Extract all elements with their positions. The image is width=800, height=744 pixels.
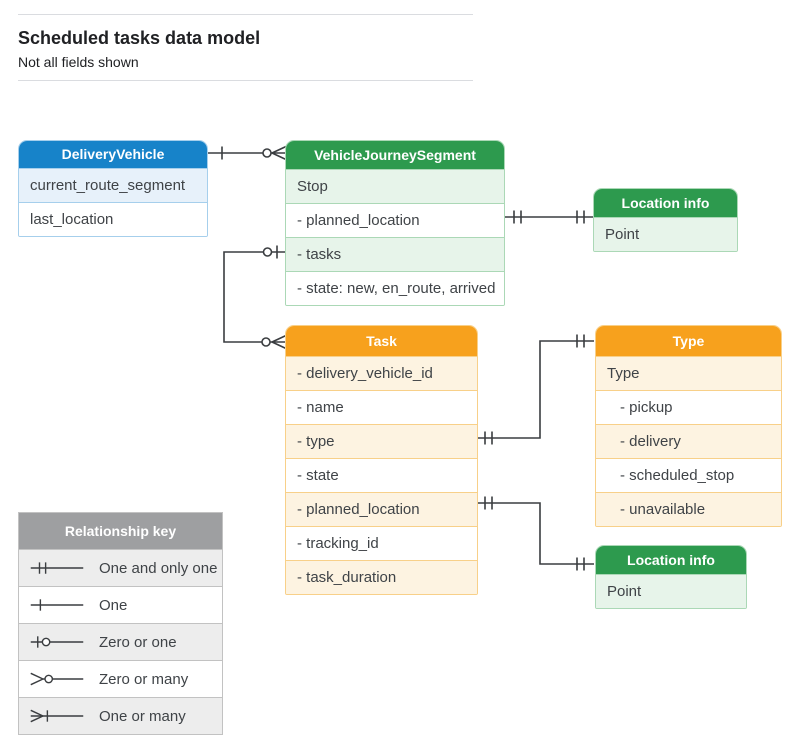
field-state: - state: new, en_route, arrived [286,271,504,305]
entity-location-info-segment-title: Location info [594,189,737,217]
connector-segment-tasks-to-task [223,245,287,350]
page-subtitle: Not all fields shown [18,54,139,70]
divider-top [18,14,473,15]
field-point: Point [594,217,737,251]
field-type: - type [286,424,477,458]
field-state: - state [286,458,477,492]
divider-bottom [18,80,473,81]
zero-or-many-symbol [30,672,84,686]
relationship-key: Relationship key One and only one One Ze… [18,512,223,735]
entity-type: Type Type - pickup - delivery - schedule… [595,325,782,527]
one-or-many-symbol [30,709,84,723]
field-last-location: last_location [19,202,207,236]
field-planned-location: - planned_location [286,203,504,237]
page-title: Scheduled tasks data model [18,28,261,48]
field-scheduled-stop: - scheduled_stop [596,458,781,492]
field-current-route-segment: current_route_segment [19,168,207,202]
entity-location-info-task-title: Location info [596,546,746,574]
connector-deliveryvehicle-to-vehiclejourneysegment [208,145,287,161]
relationship-key-title: Relationship key [19,513,222,549]
field-type-label: Type [596,356,781,390]
field-name: - name [286,390,477,424]
field-point: Point [596,574,746,608]
legend-label: Zero or one [99,633,177,651]
legend-item-zero-or-many: Zero or many [19,660,222,697]
connector-task-type-to-type [478,334,594,445]
entity-task-title: Task [286,326,477,356]
legend-label: Zero or many [99,670,189,688]
field-delivery: - delivery [596,424,781,458]
legend-item-one-and-only-one: One and only one [19,549,222,586]
legend-item-one-or-many: One or many [19,697,222,734]
entity-vehicle-journey-segment-title: VehicleJourneySegment [286,141,504,169]
field-delivery-vehicle-id: - delivery_vehicle_id [286,356,477,390]
entity-location-info-segment: Location info Point [593,188,738,252]
one-and-only-one-symbol [30,562,84,574]
field-tracking-id: - tracking_id [286,526,477,560]
field-unavailable: - unavailable [596,492,781,526]
zero-or-one-symbol [30,636,84,648]
one-symbol [30,599,84,611]
connector-segment-planned-location-to-location-info [505,210,594,224]
legend-item-one: One [19,586,222,623]
legend-item-zero-or-one: Zero or one [19,623,222,660]
entity-vehicle-journey-segment: VehicleJourneySegment Stop - planned_loc… [285,140,505,306]
entity-type-title: Type [596,326,781,356]
field-stop: Stop [286,169,504,203]
field-tasks: - tasks [286,237,504,271]
connector-task-planned-location-to-location-info [478,496,594,571]
field-pickup: - pickup [596,390,781,424]
entity-delivery-vehicle-title: DeliveryVehicle [19,141,207,168]
field-task-duration: - task_duration [286,560,477,594]
entity-delivery-vehicle: DeliveryVehicle current_route_segment la… [18,140,208,237]
legend-label: One or many [99,707,186,725]
legend-label: One [99,596,128,614]
field-planned-location: - planned_location [286,492,477,526]
entity-location-info-task: Location info Point [595,545,747,609]
entity-task: Task - delivery_vehicle_id - name - type… [285,325,478,595]
legend-label: One and only one [99,559,218,577]
